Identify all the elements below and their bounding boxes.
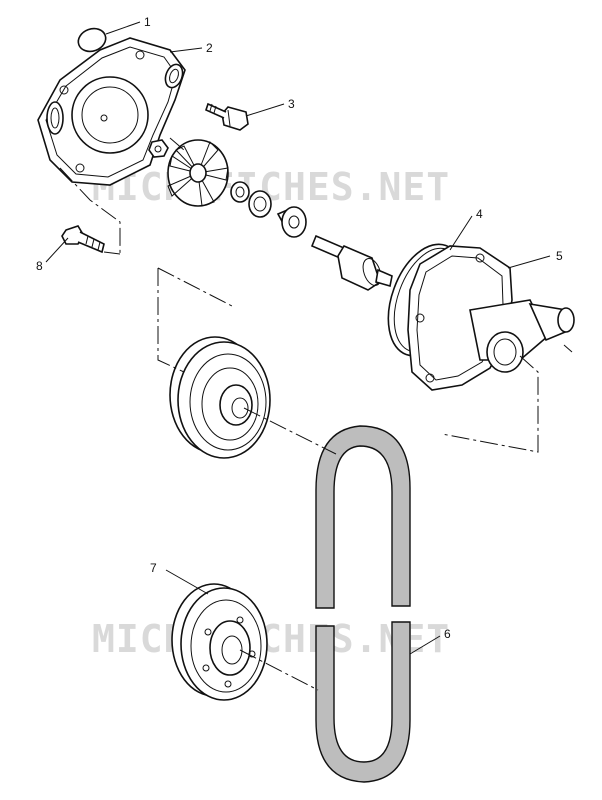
pump-shaft xyxy=(310,234,393,291)
callout-2: 2 xyxy=(206,41,213,55)
callout-4: 4 xyxy=(476,207,483,221)
part-8-bolt xyxy=(61,225,105,254)
assembly-centerlines xyxy=(59,137,539,691)
callout-3: 3 xyxy=(288,97,295,111)
part-3-bolt xyxy=(205,102,249,131)
callout-5: 5 xyxy=(556,249,563,263)
shaft-seal-medium xyxy=(248,190,272,218)
impeller xyxy=(167,139,229,207)
pump-pulley xyxy=(169,336,271,459)
callout-7: 7 xyxy=(150,561,157,575)
part-6-v-belt xyxy=(315,425,411,783)
part-1-seal-ring xyxy=(77,27,107,53)
impeller-nut xyxy=(148,139,169,158)
shaft-bushing xyxy=(276,206,307,238)
callout-6: 6 xyxy=(444,627,451,641)
part-2-cover-plate xyxy=(37,37,186,186)
shaft-seal-small xyxy=(230,181,250,203)
part-7-drive-pulley xyxy=(171,583,268,701)
callout-1: 1 xyxy=(144,15,151,29)
leader-lines xyxy=(45,21,551,655)
callout-8: 8 xyxy=(36,259,43,273)
watermark-bottom: MICROFICHES.NET xyxy=(92,617,450,661)
part-5-pump-housing xyxy=(407,245,575,391)
